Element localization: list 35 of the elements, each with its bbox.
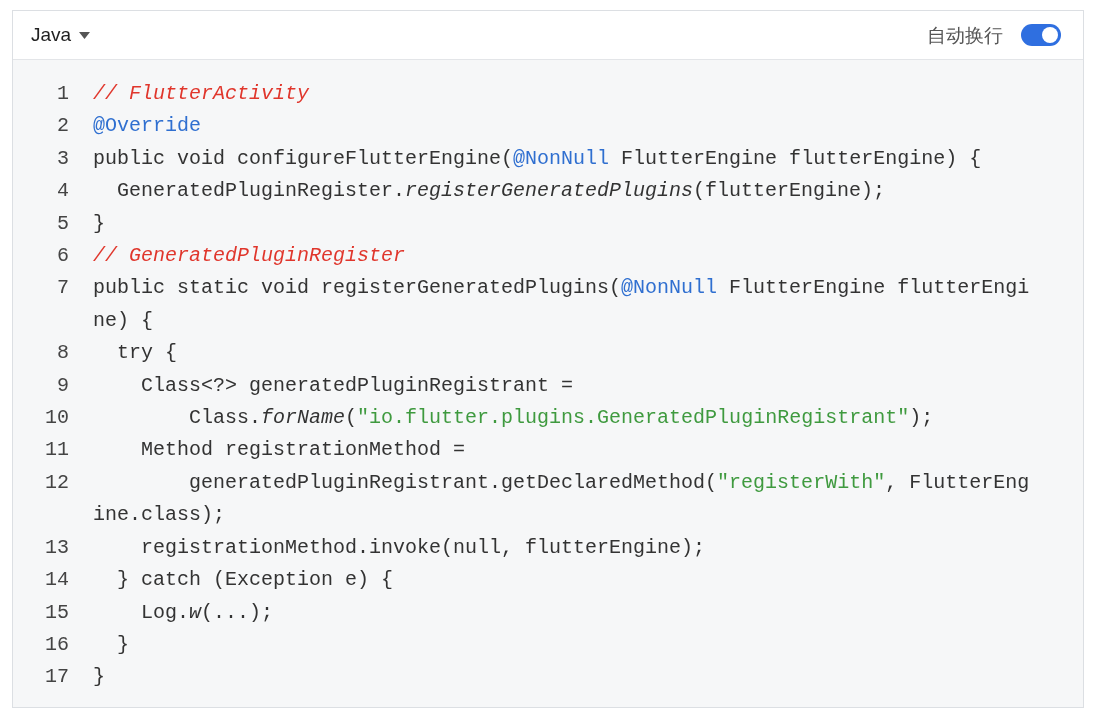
- line-number: 11: [44, 437, 69, 464]
- code-line: GeneratedPluginRegister.registerGeneratedPlugins(flutterEngine);: [116, 178, 887, 205]
- word-wrap-label: 自动换行: [927, 23, 1003, 48]
- code-line: }: [93, 210, 106, 237]
- line-number: 7: [56, 275, 69, 302]
- code-line: public void configureFlutterEngine(@NonNull FlutterEngine flutterEngine) {: [93, 145, 983, 172]
- line-number: 4: [56, 178, 69, 205]
- code-line: Log.w(...);: [140, 599, 275, 626]
- line-number: 3: [56, 145, 69, 172]
- line-number: 10: [44, 405, 69, 432]
- code-line: } catch (Exception e) {: [116, 567, 395, 594]
- code-line: // GeneratedPluginRegister: [93, 243, 407, 270]
- code-line: // FlutterActivity: [93, 81, 311, 107]
- line-number: 13: [44, 534, 69, 561]
- line-number: 1: [56, 81, 69, 107]
- line-number: 8: [56, 340, 69, 367]
- line-number: 16: [44, 631, 69, 658]
- code-line: Class<?> generatedPluginRegistrant =: [140, 372, 575, 399]
- code-line: registrationMethod.invoke(null, flutterEngine);: [140, 534, 707, 561]
- code-line: Class.forName("io.flutter.plugins.GeneratedPluginRegistrant");: [188, 405, 935, 432]
- code-line: Method registrationMethod =: [140, 437, 467, 464]
- code-line: @Override: [93, 113, 203, 140]
- code-line: try {: [116, 340, 178, 367]
- code-line: }: [93, 664, 106, 691]
- code-line: generatedPluginRegistrant.getDeclaredMethod("registerWith", FlutterEngine.class);: [93, 469, 1031, 529]
- line-number: 2: [56, 113, 69, 140]
- line-number: 15: [44, 599, 69, 626]
- line-number: 17: [44, 664, 69, 691]
- language-dropdown: Java: [27, 21, 95, 49]
- line-number: 12: [44, 469, 69, 496]
- line-number: 6: [56, 243, 69, 270]
- line-number: 14: [44, 567, 69, 594]
- code-line: }: [116, 631, 130, 658]
- line-number: 5: [56, 210, 69, 237]
- line-number: 9: [56, 372, 69, 399]
